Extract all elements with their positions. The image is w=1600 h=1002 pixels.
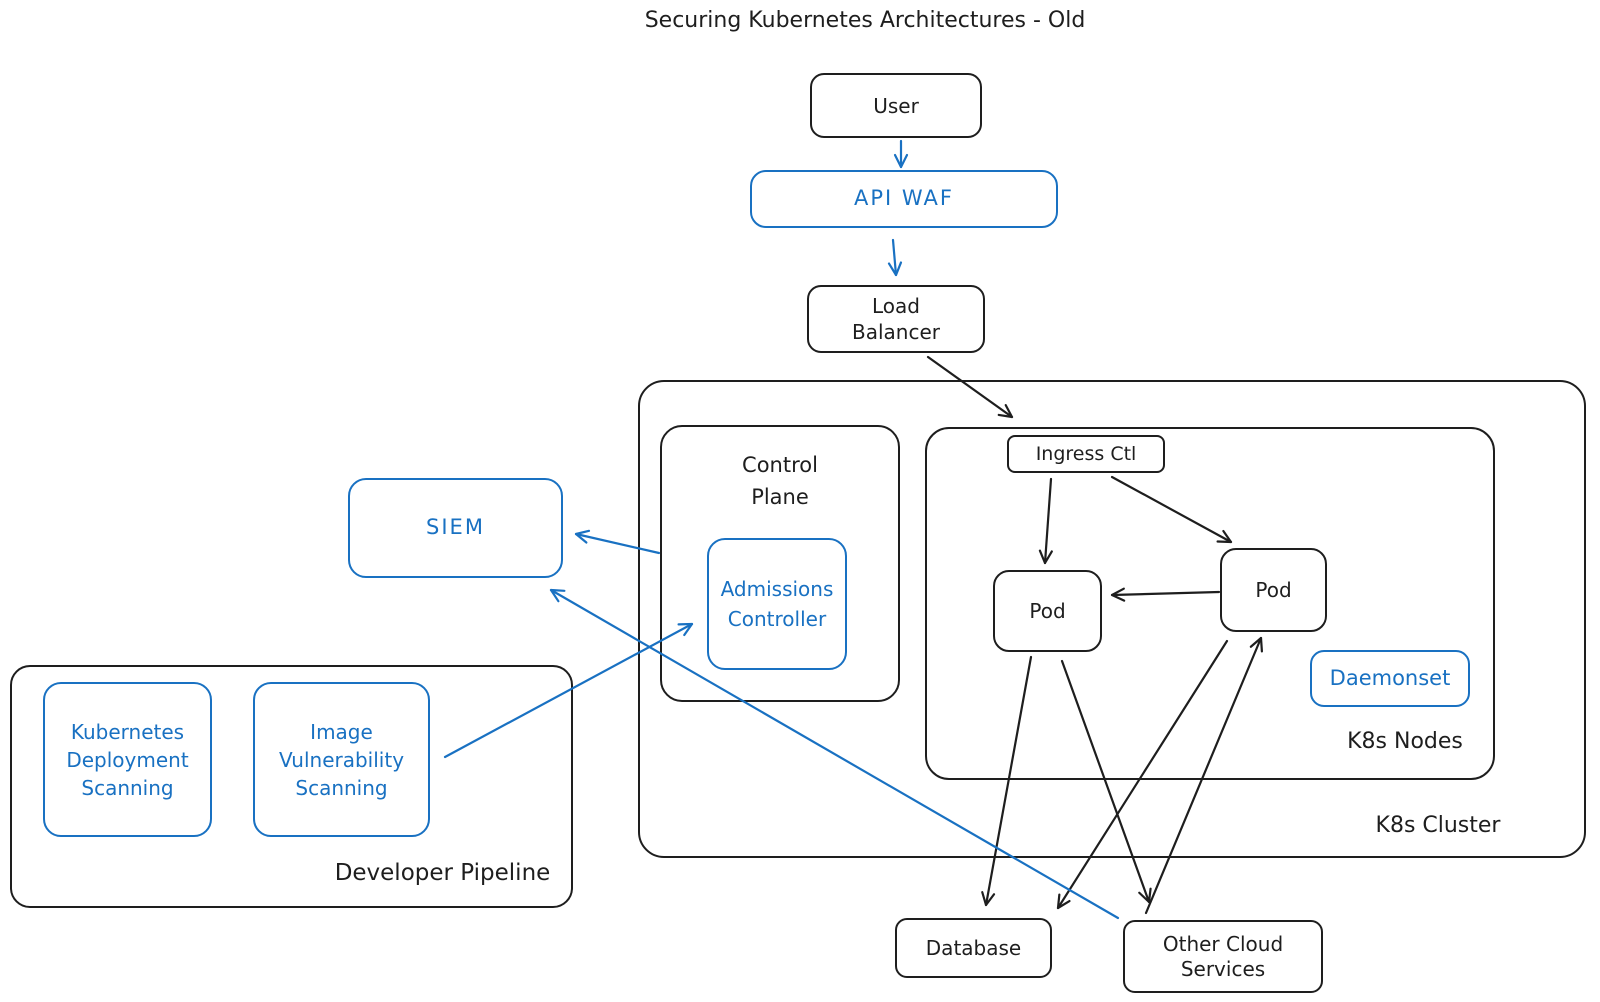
user-node[interactable]: User	[810, 73, 982, 138]
admissions-controller-label-line1: Admissions	[720, 577, 834, 601]
daemonset-label: Daemonset	[1329, 665, 1451, 690]
user-label: User	[873, 93, 919, 118]
database-node[interactable]: Database	[895, 918, 1052, 978]
control-plane-label-line2: Plane	[751, 484, 809, 509]
kds-label-line3: Scanning	[81, 775, 174, 800]
control-plane-label-line1: Control	[742, 453, 818, 477]
ingress-ctl-node[interactable]: Ingress Ctl	[1007, 435, 1165, 473]
ivs-label-line2: Vulnerability	[278, 747, 405, 772]
api-waf-label: API WAF	[854, 186, 954, 211]
arrow-api-waf-to-load-balancer[interactable]	[887, 238, 903, 277]
diagram-title: Securing Kubernetes Architectures - Old	[644, 8, 1086, 33]
k8s-cluster-label: K8s Cluster	[1375, 813, 1501, 838]
pod-right-node[interactable]: Pod	[1220, 548, 1327, 632]
kds-label-line1: Kubernetes	[70, 719, 185, 744]
pod-right-label: Pod	[1255, 578, 1292, 602]
admissions-controller-node[interactable]: Admissions Controller	[707, 538, 847, 670]
ivs-label-line1: Image	[310, 719, 373, 744]
siem-label: SIEM	[426, 515, 485, 540]
other-cloud-services-node[interactable]: Other Cloud Services	[1123, 920, 1323, 993]
ivs-label-line3: Scanning	[295, 775, 388, 800]
ingress-ctl-label: Ingress Ctl	[1035, 442, 1137, 465]
k8s-nodes-label: K8s Nodes	[1347, 729, 1463, 754]
siem-node[interactable]: SIEM	[348, 478, 563, 578]
ocs-label-line1: Other Cloud	[1162, 931, 1284, 956]
developer-pipeline-label: Developer Pipeline	[334, 860, 551, 886]
kubernetes-deployment-scanning-node[interactable]: Kubernetes Deployment Scanning	[43, 682, 212, 837]
pod-left-node[interactable]: Pod	[993, 570, 1102, 652]
control-plane-label: Control Plane	[695, 450, 865, 513]
load-balancer-node[interactable]: Load Balancer	[807, 285, 985, 353]
daemonset-node[interactable]: Daemonset	[1310, 650, 1470, 707]
load-balancer-label-line2: Balancer	[852, 320, 940, 344]
database-label: Database	[925, 936, 1022, 960]
pod-left-label: Pod	[1029, 599, 1066, 623]
ocs-label-line2: Services	[1180, 956, 1266, 981]
image-vulnerability-scanning-node[interactable]: Image Vulnerability Scanning	[253, 682, 430, 837]
admissions-controller-label-line2: Controller	[727, 607, 827, 631]
api-waf-node[interactable]: API WAF	[750, 170, 1058, 228]
kds-label-line2: Deployment	[66, 747, 189, 772]
load-balancer-label-line1: Load	[872, 294, 920, 318]
